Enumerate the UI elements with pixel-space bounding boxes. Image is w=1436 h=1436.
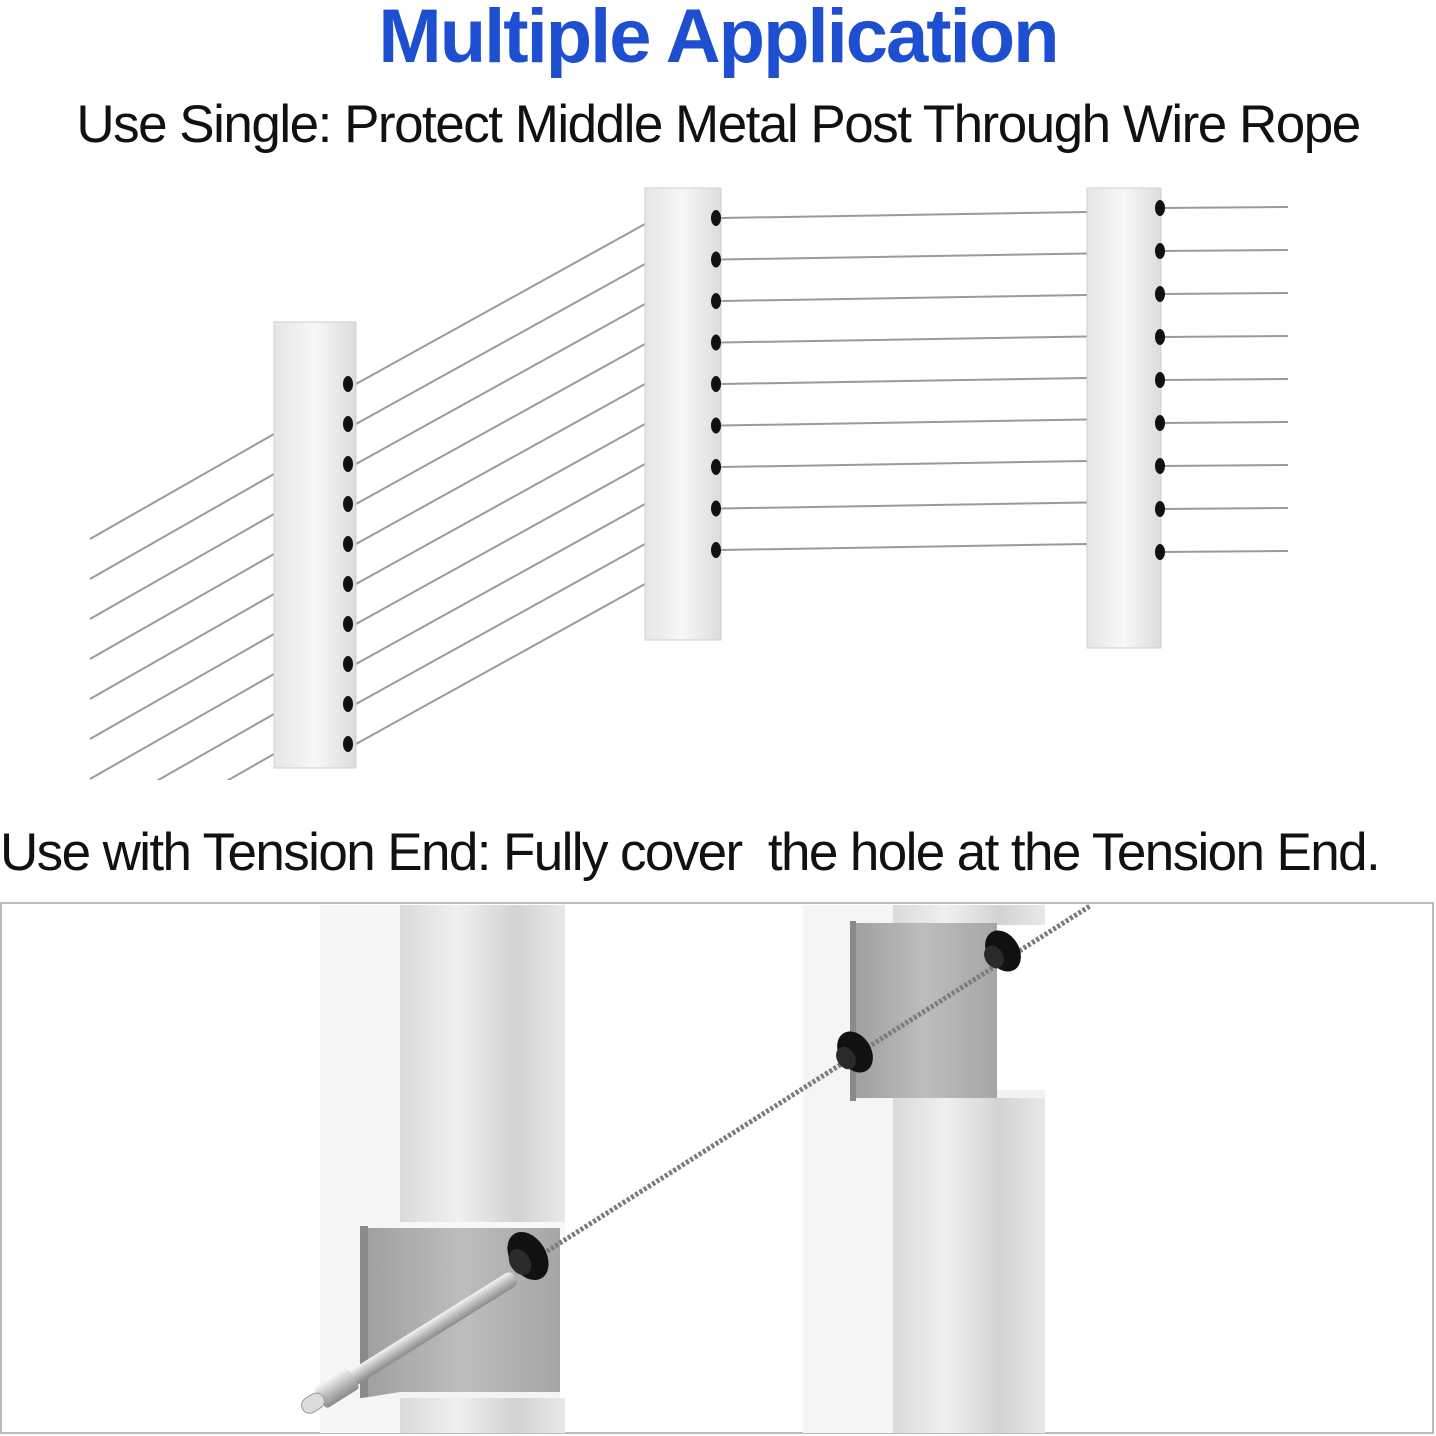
- grommet: [343, 456, 353, 472]
- wire-rope: [355, 543, 646, 705]
- grommet: [711, 459, 721, 475]
- wire-rope: [355, 383, 646, 545]
- grommet: [343, 416, 353, 432]
- grommet: [343, 656, 353, 672]
- grommet-middle-upper: [984, 930, 1021, 972]
- wire-rope: [89, 473, 275, 580]
- grommet: [711, 293, 721, 309]
- wire-rope: [89, 513, 275, 620]
- wire-rope: [1160, 507, 1289, 510]
- wire-rope: [1160, 378, 1289, 381]
- closeup-frame: [0, 902, 1434, 1434]
- wire-rope: [1160, 421, 1289, 424]
- grommet: [343, 696, 353, 712]
- grommet: [1155, 200, 1165, 216]
- wire-rope: [355, 503, 646, 665]
- wire-rope: [355, 463, 646, 625]
- wire-rope: [355, 223, 646, 385]
- grommet: [1155, 243, 1165, 259]
- grommet: [343, 576, 353, 592]
- grommet: [1155, 329, 1165, 345]
- grommet: [343, 536, 353, 552]
- wire-rope: [89, 433, 275, 540]
- wire-rope: [89, 593, 275, 700]
- grommet-tension-end: [507, 1231, 549, 1281]
- grommet-column-right: [1155, 200, 1165, 560]
- wire-rope: [720, 211, 1088, 219]
- grommet: [711, 210, 721, 226]
- grommet: [711, 417, 721, 434]
- tension-end-fitting: [301, 1272, 517, 1414]
- wire-rope: [1160, 464, 1289, 467]
- grommet: [1155, 415, 1165, 431]
- wire-rope: [226, 753, 275, 780]
- post-right-closeup: [803, 905, 1045, 1433]
- grommet: [343, 376, 353, 392]
- wire-ropes: [89, 206, 1289, 780]
- grommet: [343, 736, 353, 752]
- wire-rope: [1160, 206, 1289, 209]
- wire-rope: [1160, 292, 1289, 295]
- middle-post-right: [1086, 187, 1165, 649]
- grommet-column-center: [711, 210, 721, 558]
- wire-rope: [89, 633, 275, 740]
- grommet: [711, 542, 721, 558]
- grommet: [343, 496, 353, 512]
- page-title: Multiple Application: [378, 0, 1059, 79]
- wire-rope: [1160, 249, 1289, 252]
- post-left-closeup: [320, 905, 565, 1433]
- wire-rope: [355, 303, 646, 465]
- wire-rope: [89, 553, 275, 660]
- wire-rope: [89, 673, 275, 780]
- wire-rope: [720, 252, 1088, 261]
- wire-rope: [720, 418, 1088, 427]
- middle-post-center: [644, 187, 722, 641]
- wire-rope: [355, 423, 646, 585]
- wire-rope-posts-illustration: [89, 187, 1289, 780]
- grommet-column-left: [343, 376, 353, 752]
- wire-rope: [720, 543, 1088, 551]
- section-caption-tension-end: Use with Tension End: Fully cover the ho…: [0, 823, 1381, 882]
- wire-rope: [156, 713, 275, 780]
- wire-rope: [720, 294, 1088, 302]
- wire-rope: [355, 583, 646, 745]
- wire-rope: [1160, 335, 1289, 338]
- tension-end-closeup-illustration: [0, 902, 1434, 1434]
- grommet-middle-lower: [836, 1031, 873, 1073]
- wire-rope: [355, 263, 646, 425]
- page-subtitle: Use Single: Protect Middle Metal Post Th…: [76, 95, 1361, 154]
- wire-rope: [355, 343, 646, 505]
- grommet: [1155, 286, 1165, 302]
- grommet: [711, 376, 721, 392]
- grommet: [711, 334, 721, 351]
- grommet: [711, 500, 721, 517]
- middle-post-left: [273, 321, 357, 769]
- grommet: [711, 251, 721, 268]
- grommet: [1155, 544, 1165, 560]
- wire-rope: [720, 460, 1088, 468]
- wire-rope: [720, 377, 1088, 385]
- wire-rope: [720, 335, 1088, 344]
- wire-rope: [720, 501, 1088, 510]
- grommet: [1155, 501, 1165, 517]
- grommet: [1155, 458, 1165, 474]
- grommet: [343, 616, 353, 632]
- grommet: [1155, 372, 1165, 388]
- wire-rope: [1160, 550, 1289, 553]
